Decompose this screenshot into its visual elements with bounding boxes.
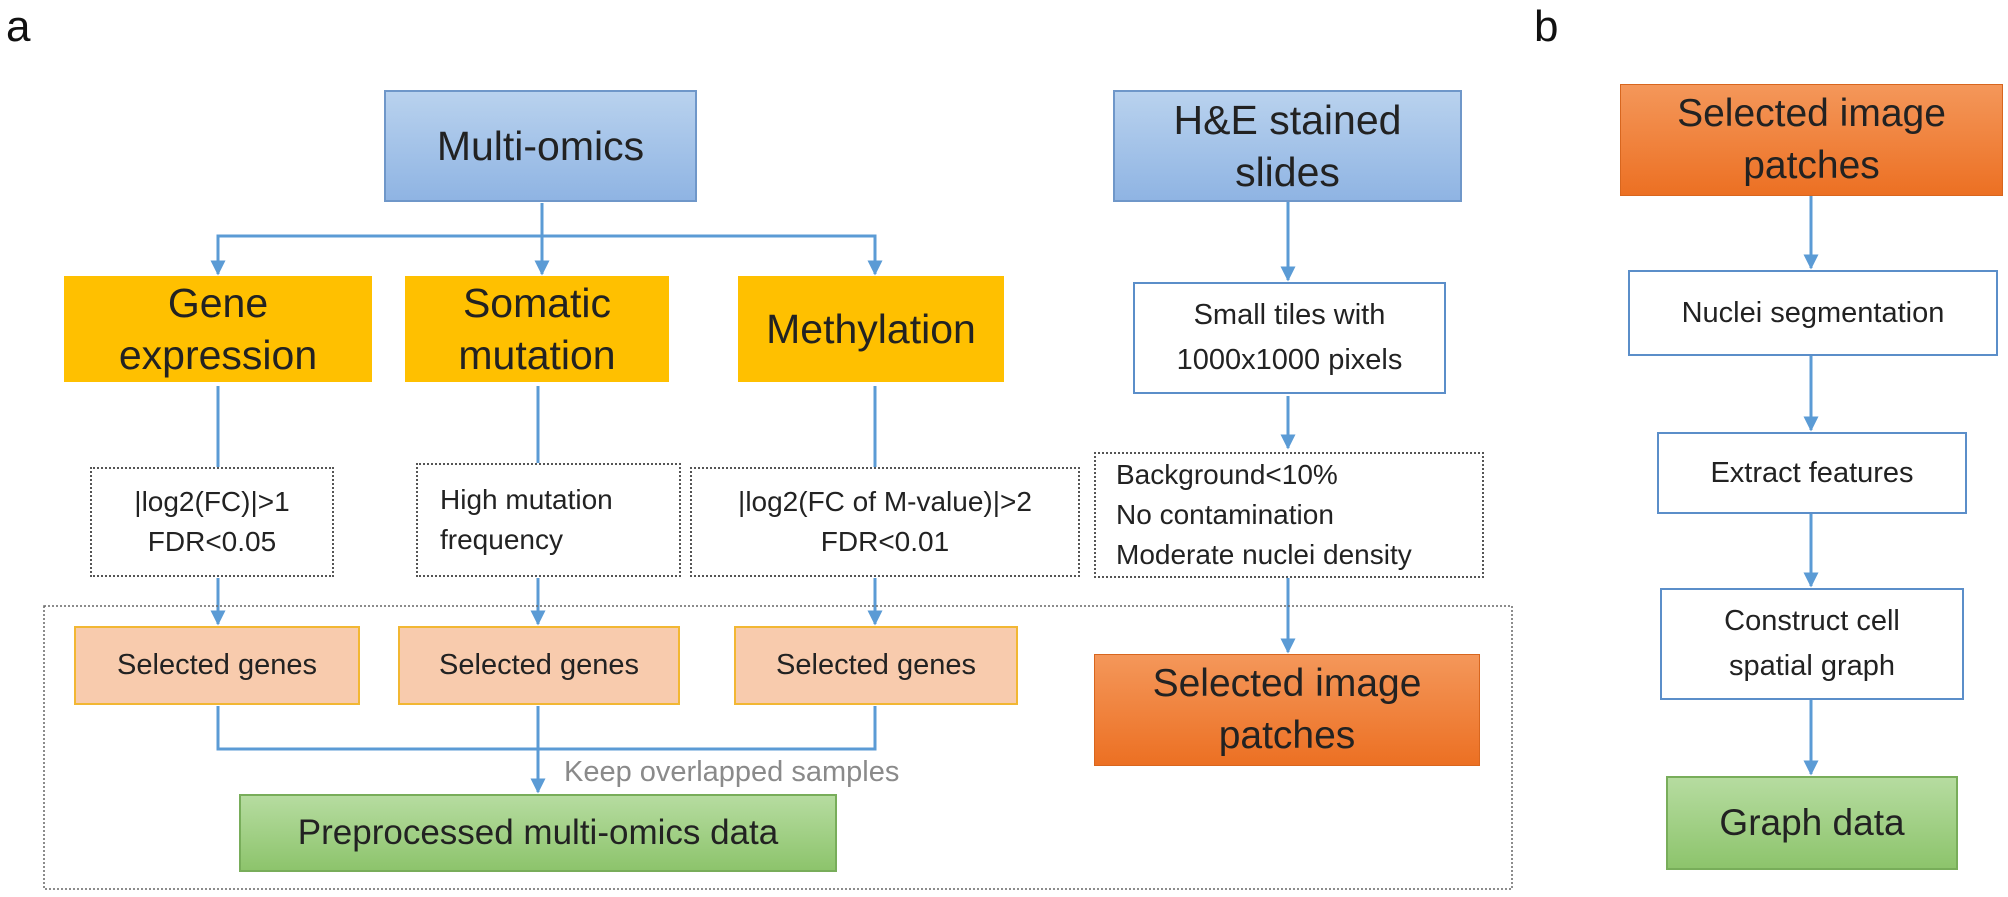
selected-image-patches-label-b: Selected image patches xyxy=(1677,92,1946,187)
small-tiles-text: Small tiles with 1000x1000 pixels xyxy=(1176,299,1403,376)
tile-criteria-box: Background<10% No contamination Moderate… xyxy=(1094,452,1484,578)
merge-line xyxy=(216,706,877,751)
selected-genes-box-2: Selected genes xyxy=(398,626,680,705)
he-slides-box: H&E stained slides xyxy=(1113,90,1462,202)
selected-image-patches-box-a: Selected image patches xyxy=(1094,654,1480,766)
construct-graph-label: Construct cell spatial graph xyxy=(1724,605,1900,682)
branch-line xyxy=(216,234,877,274)
nuclei-segmentation-label: Nuclei segmentation xyxy=(1681,296,1945,329)
somatic-mutation-filter-text: High mutation frequency xyxy=(440,484,613,555)
methylation-filter-box: |log2(FC of M-value)|>2 FDR<0.01 xyxy=(690,467,1080,577)
small-tiles-box: Small tiles with 1000x1000 pixels xyxy=(1133,282,1446,394)
panel-label-b: b xyxy=(1534,2,1559,51)
selected-genes-box-3: Selected genes xyxy=(734,626,1018,705)
somatic-mutation-filter-box: High mutation frequency xyxy=(416,463,681,577)
somatic-mutation-box: Somatic mutation xyxy=(405,276,669,382)
gene-expression-box: Gene expression xyxy=(64,276,372,382)
extract-features-label: Extract features xyxy=(1710,456,1914,489)
he-slides-label: H&E stained slides xyxy=(1173,97,1402,195)
selected-genes-label-1: Selected genes xyxy=(117,649,317,681)
extract-features-box: Extract features xyxy=(1657,432,1967,514)
nuclei-segmentation-box: Nuclei segmentation xyxy=(1628,270,1998,356)
gene-expression-filter-text: |log2(FC)|>1 FDR<0.05 xyxy=(134,486,290,557)
gene-expression-filter-box: |log2(FC)|>1 FDR<0.05 xyxy=(90,467,334,577)
selected-image-patches-box-b: Selected image patches xyxy=(1620,84,2003,196)
panel-label-a: a xyxy=(6,2,31,51)
graph-data-label: Graph data xyxy=(1719,802,1905,843)
multi-omics-label: Multi-omics xyxy=(436,123,645,169)
gene-expression-label: Gene expression xyxy=(118,280,318,378)
selected-genes-label-3: Selected genes xyxy=(776,649,976,681)
methylation-filter-text: |log2(FC of M-value)|>2 FDR<0.01 xyxy=(738,486,1032,557)
merge-frame xyxy=(43,605,1513,890)
somatic-mutation-label: Somatic mutation xyxy=(458,280,616,378)
tile-criteria-text: Background<10% No contamination Moderate… xyxy=(1116,459,1412,570)
selected-image-patches-label-a: Selected image patches xyxy=(1152,662,1422,757)
graph-data-box: Graph data xyxy=(1666,776,1958,870)
preprocessed-data-label: Preprocessed multi-omics data xyxy=(297,813,779,852)
methylation-label: Methylation xyxy=(766,306,976,352)
multi-omics-box: Multi-omics xyxy=(384,90,697,202)
preprocessed-data-box: Preprocessed multi-omics data xyxy=(239,794,837,872)
methylation-box: Methylation xyxy=(738,276,1004,382)
selected-genes-box-1: Selected genes xyxy=(74,626,360,705)
construct-graph-box: Construct cell spatial graph xyxy=(1660,588,1964,700)
selected-genes-label-2: Selected genes xyxy=(439,649,639,681)
keep-overlapped-note: Keep overlapped samples xyxy=(564,756,900,788)
